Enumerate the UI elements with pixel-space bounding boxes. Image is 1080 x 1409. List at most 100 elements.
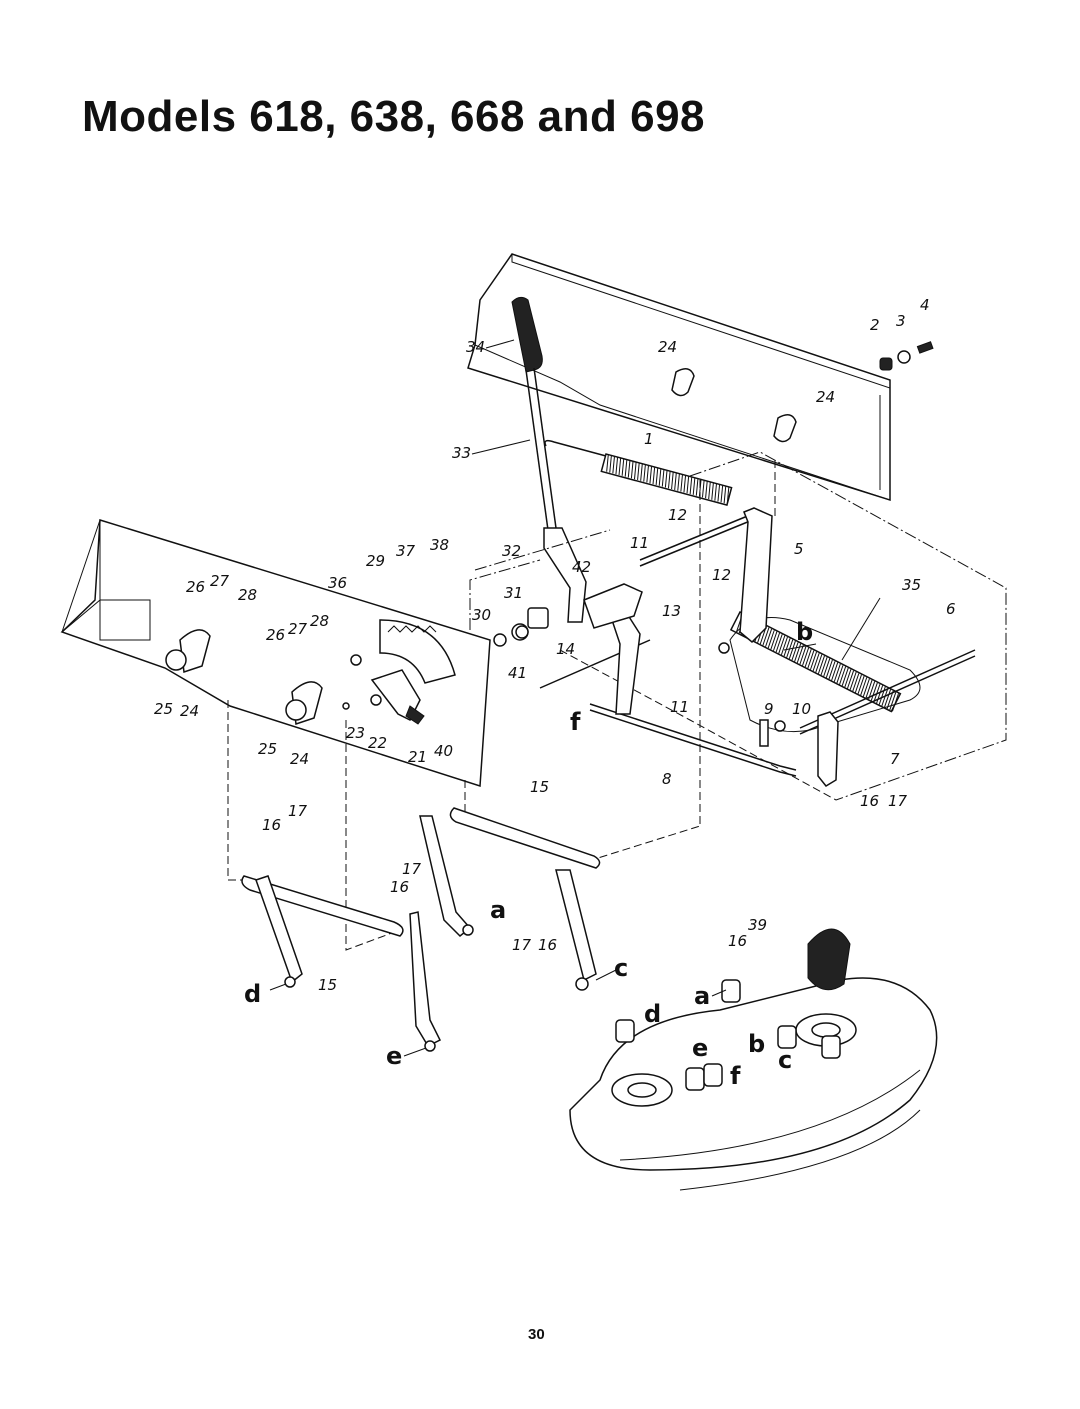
spring-coil-line [862, 678, 870, 697]
part-label: 37 [396, 542, 416, 560]
spring-coil-line [633, 461, 637, 480]
part-label: 34 [466, 338, 485, 356]
part-label: 28 [310, 612, 329, 630]
spring-coil-line [833, 663, 841, 682]
part-label: 24 [290, 750, 309, 768]
part-label: 39 [748, 916, 767, 934]
spring-coil-line [820, 657, 828, 676]
part-label: 17 [888, 792, 908, 810]
spring-coil-line [677, 473, 680, 491]
spring-coil-line [618, 457, 622, 476]
spring-coil-line [714, 483, 718, 501]
spring-coil-line [680, 474, 684, 492]
part-label: 5 [794, 540, 804, 558]
part-label: 21 [408, 748, 427, 766]
frame-box [469, 451, 1007, 826]
spring-coil-line [708, 481, 711, 500]
part-labels: 34 2 3 4 24 24 33 1 12 11 5 12 13 35 6 3… [154, 296, 956, 994]
spring-coil-line [876, 685, 884, 704]
spring-coil-line [881, 688, 889, 707]
page-title: Models 618, 638, 668 and 698 [82, 92, 706, 141]
spring-coil-line [788, 640, 796, 660]
mower-deck [569, 928, 938, 1191]
spring-coil-line [844, 669, 852, 688]
spring-coil-line [612, 455, 616, 474]
spring-coil-line [886, 690, 894, 709]
spring-coil-line [637, 462, 640, 481]
spring-coil-line [770, 631, 778, 650]
spring-coil-line [889, 692, 897, 711]
connection-letter: a [694, 982, 710, 1010]
part-label: 31 [504, 584, 523, 602]
spring-coil-line [791, 642, 799, 661]
spring-coil-line [661, 469, 665, 487]
part-label: 12 [712, 566, 731, 584]
spring-coil-line [640, 463, 643, 481]
spring-coil-line [857, 675, 865, 695]
part-label: 4 [920, 296, 930, 314]
connection-letter: c [614, 954, 628, 982]
spring-coil-line [809, 651, 818, 670]
spring-coil-line [831, 662, 839, 681]
spring-coil-line [667, 470, 671, 489]
spring-coil-line [762, 627, 770, 646]
spring-coil-line [649, 465, 653, 484]
spring-coil-line [646, 465, 650, 483]
part-label: 32 [502, 542, 521, 560]
spring-coil-line [807, 650, 815, 669]
spring-coil-line [825, 659, 833, 678]
spring-coil-line [630, 460, 634, 479]
part-label: 14 [556, 640, 575, 658]
part-label: 17 [512, 936, 532, 954]
spring-coil-line [778, 635, 786, 654]
spring-coil-line [802, 647, 810, 666]
spring-coil-line [817, 655, 825, 674]
part-label: 7 [890, 750, 900, 768]
spring-coil-line [823, 658, 831, 677]
spring-coil-line [839, 666, 847, 685]
part-label: 16 [538, 936, 557, 954]
spring-coil-line [815, 654, 823, 673]
spring-coil-line [799, 646, 807, 665]
part-label: 24 [658, 338, 677, 356]
spring-coil-line [726, 486, 730, 505]
part-label: 9 [764, 700, 774, 718]
connection-letter: b [748, 1030, 765, 1058]
part-label: 41 [508, 664, 527, 682]
spring-coil-line [860, 677, 868, 696]
part-label: 16 [390, 878, 409, 896]
spring-coil-line [621, 458, 625, 476]
spring-coil-line [609, 455, 612, 473]
part-label: 25 [258, 740, 277, 758]
part-label: 13 [662, 602, 681, 620]
spring-coil-line [658, 468, 662, 486]
spring-coil-line [884, 689, 892, 708]
part-label: 22 [368, 734, 387, 752]
part-label: 17 [288, 802, 308, 820]
spring-coil-line [627, 460, 631, 478]
spring-coil-line [870, 682, 878, 701]
side-panel [60, 519, 529, 788]
part-label: 16 [860, 792, 879, 810]
spring-coil-line [796, 644, 804, 664]
part-label: 1 [644, 430, 654, 448]
connection-letter: c [778, 1046, 792, 1074]
part-label: 11 [630, 534, 649, 552]
part-label: 38 [430, 536, 449, 554]
lift-lever [511, 296, 587, 623]
part-label: 15 [318, 976, 337, 994]
connection-letter: f [570, 708, 581, 736]
connection-letter: e [692, 1034, 708, 1062]
springs [544, 439, 902, 713]
connection-letter: d [244, 980, 261, 1008]
spring-coil-line [849, 671, 857, 690]
connection-letter: d [644, 1000, 661, 1028]
spring-coil-line [836, 665, 844, 684]
part-label: 42 [572, 558, 591, 576]
spring-coil-line [854, 674, 862, 693]
knob-hardware [879, 341, 934, 371]
part-label: 2 [870, 316, 880, 334]
connection-letter: a [490, 896, 506, 924]
spring-coil-line [664, 469, 668, 488]
